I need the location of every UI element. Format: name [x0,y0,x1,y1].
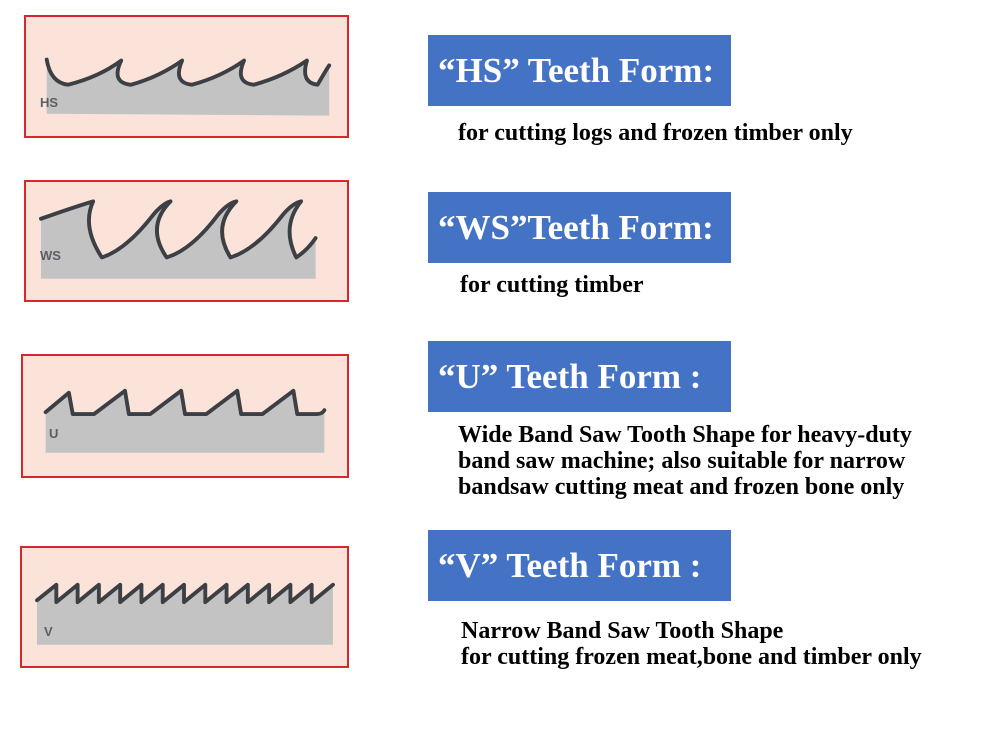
v-blade-diagram [35,582,335,645]
u-description-line: band saw machine; also suitable for narr… [458,447,906,474]
v-description: Narrow Band Saw Tooth Shape for cutting … [461,618,922,671]
u-description: Wide Band Saw Tooth Shape for heavy-duty… [458,422,912,501]
hs-tooth-code: HS [40,95,59,110]
tooth-panel-hs: HS [24,15,349,138]
u-tooth-edge [43,388,327,416]
u-blade-profile [45,390,325,453]
v-tooth-edge [35,582,335,605]
v-blade-profile [37,584,333,645]
v-description-line: Narrow Band Saw Tooth Shape [461,618,784,644]
ws-description-line: for cutting timber [460,272,644,298]
hs-title: “HS” Teeth Form: [428,35,731,106]
hs-description-line: for cutting logs and frozen timber only [458,120,853,146]
hs-blade-profile [46,59,330,116]
v-title: “V” Teeth Form : [428,530,731,601]
u-description-line: Wide Band Saw Tooth Shape for heavy-duty [458,422,912,448]
ws-tooth-code: WS [40,248,61,263]
hs-tooth-edge [44,57,332,87]
hs-description: for cutting logs and frozen timber only [458,120,853,147]
v-description-line: for cutting frozen meat,bone and timber … [461,643,922,670]
tooth-panel-v: V [20,546,349,668]
ws-description: for cutting timber [460,272,644,299]
u-title: “U” Teeth Form : [428,341,731,412]
u-tooth-code: U [49,426,59,441]
tooth-panel-ws: WS [24,180,349,302]
hs-blade-diagram [44,57,332,116]
u-blade-diagram [43,388,327,453]
ws-tooth-edge [39,199,318,260]
ws-blade-diagram [39,199,318,279]
tooth-panel-u: U [21,354,349,478]
u-description-line: bandsaw cutting meat and frozen bone onl… [458,473,905,500]
ws-title: “WS”Teeth Form: [428,192,731,263]
ws-blade-profile [40,201,316,279]
v-tooth-code: V [44,624,53,639]
